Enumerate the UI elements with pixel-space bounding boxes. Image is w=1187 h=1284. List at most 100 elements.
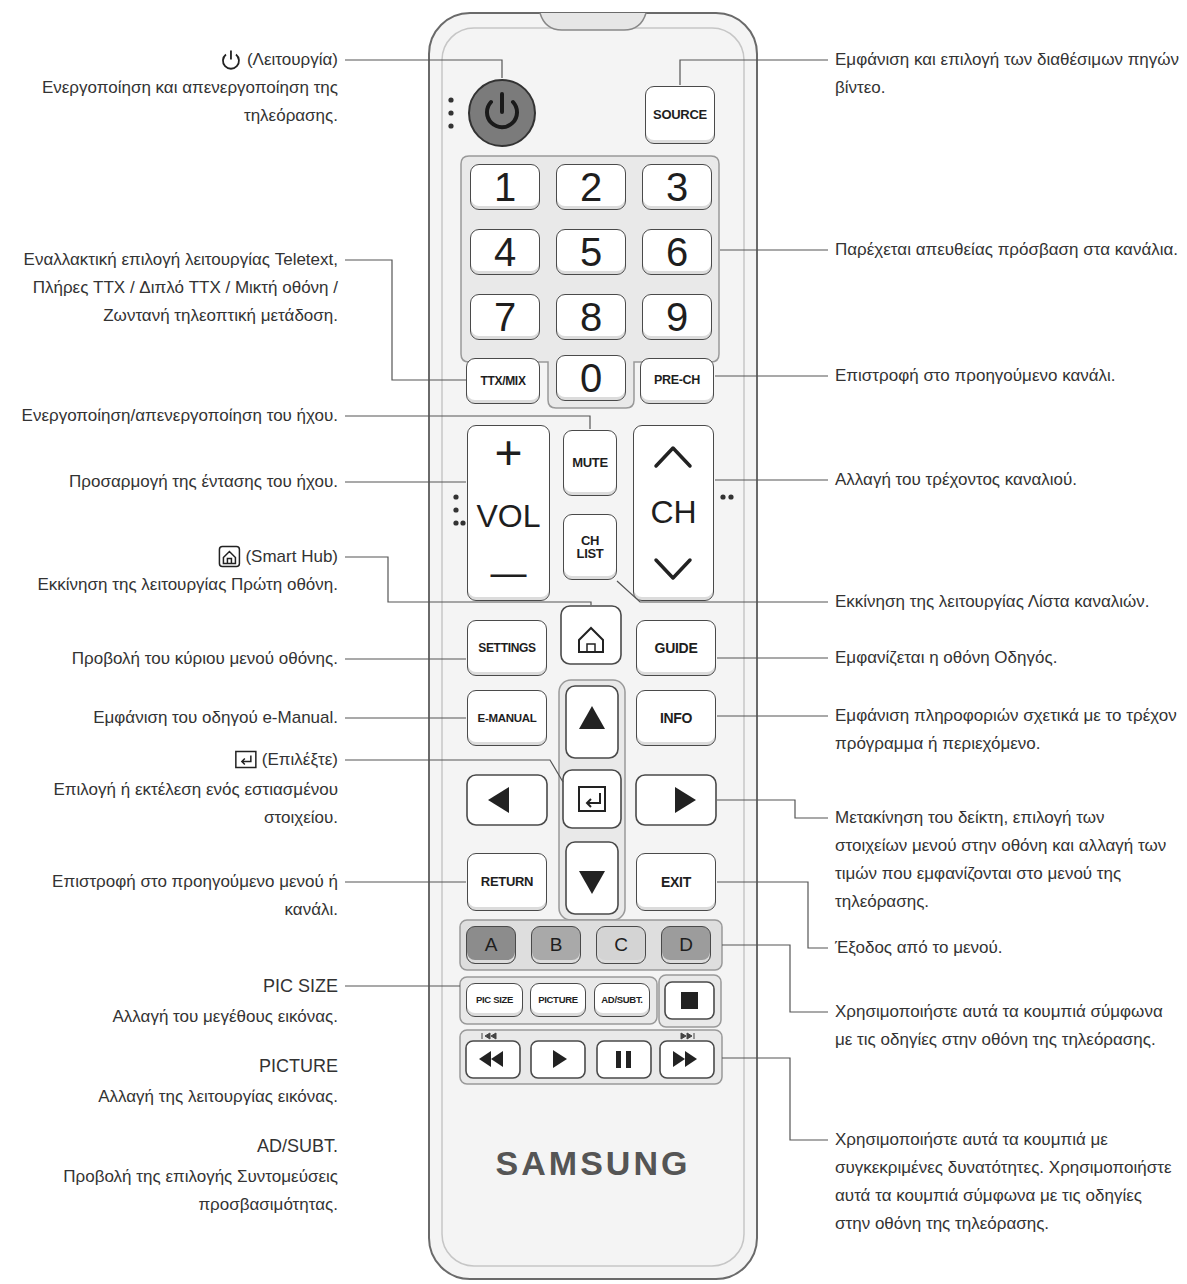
skip-forward-mark (681, 1033, 694, 1039)
callout-text: Εκκίνηση της λειτουργίας Πρώτη οθόνη. (6, 571, 338, 599)
play-icon (553, 1050, 567, 1068)
home-button (561, 606, 621, 664)
dot (448, 97, 453, 102)
remote-button: B (531, 926, 581, 964)
remote-button: PIC SIZE (466, 983, 523, 1017)
home-symbol (219, 547, 239, 567)
remote-button: 3 (642, 164, 712, 210)
callout-text: Χρησιμοποιήστε αυτά τα κουμπιά σύμφωνα μ… (835, 998, 1181, 1054)
callout-text: Επιστροφή στο προηγούμενο μενού ή κανάλι… (6, 868, 338, 924)
button-label: VOL (476, 500, 540, 534)
remote-button: 1 (470, 164, 540, 210)
top-notch (540, 13, 646, 30)
rewind-button (466, 1041, 520, 1078)
enter-symbol (236, 752, 256, 768)
leader-line (717, 657, 828, 658)
up-button (566, 686, 618, 758)
down-arrow (579, 871, 605, 894)
dot (728, 494, 733, 499)
remote-button: INFO (636, 690, 716, 746)
fast-forward-button (660, 1041, 714, 1078)
callout-text: Έξοδος από το μενού. (835, 934, 1181, 962)
button-label: PIC SIZE (476, 995, 513, 1005)
remote-button: SOURCE (645, 86, 715, 144)
remote-button: RETURN (467, 853, 547, 911)
power-symbol (500, 94, 504, 112)
right-arrow (675, 787, 696, 813)
callout-text: Χρησιμοποιήστε αυτά τα κουμπιά με συγκεκ… (835, 1126, 1181, 1238)
callout-text: Ενεργοποίηση/απενεργοποίηση του ήχου. (6, 402, 338, 430)
callout-text: Εμφανίζεται η οθόνη Οδηγός. (835, 644, 1181, 672)
rewind-icon (479, 1051, 491, 1067)
chevron (656, 448, 690, 466)
dpad-frame (559, 680, 625, 920)
media-keys-frame (460, 1030, 722, 1084)
remote-button: GUIDE (636, 620, 716, 676)
number-pad-frame (461, 156, 719, 408)
remote-button: 7 (470, 294, 540, 340)
leader-line (345, 481, 466, 482)
button-label: RETURN (481, 875, 533, 889)
button-label: PICTURE (538, 995, 578, 1005)
button-label: INFO (660, 711, 692, 726)
remote-button: 6 (642, 229, 712, 275)
callout-text: Επιλογή ή εκτέλεση ενός εστιασμένου στοι… (6, 776, 338, 832)
button-label: 6 (666, 231, 688, 273)
home-icon (579, 628, 603, 652)
left-arrow (488, 787, 509, 813)
button-label: C (614, 935, 628, 955)
button-label: GUIDE (655, 641, 698, 656)
remote-button: 8 (556, 294, 626, 340)
remote-button: EXIT (636, 853, 716, 911)
remote-button: D (661, 926, 711, 964)
button-label: 5 (580, 231, 602, 273)
button-label: MUTE (572, 456, 608, 470)
callout-text: Εμφάνιση και επιλογή των διαθέσιμων πηγώ… (835, 46, 1181, 102)
callout-text: PIC SIZE (6, 972, 338, 1000)
callout-text: AD/SUBT. (6, 1132, 338, 1160)
select-icon (579, 787, 605, 811)
leader-line (617, 581, 828, 602)
button-label: 4 (494, 231, 516, 273)
callout-text: (Επιλέξτε) (6, 746, 338, 774)
leader-line (715, 375, 828, 376)
enter-icon (236, 752, 256, 768)
button-label: — (491, 554, 527, 592)
remote-button: CH LIST (563, 514, 617, 580)
button-label: SOURCE (653, 108, 707, 122)
leader-line (345, 658, 466, 659)
leader-line (722, 945, 828, 1012)
remote-button: AD/SUBT. (594, 983, 650, 1017)
remote-button: 4 (470, 229, 540, 275)
button-label: PRE-CH (654, 374, 700, 387)
button-label: 1 (494, 166, 516, 208)
remote-button: C (596, 926, 646, 964)
leader-line (345, 260, 466, 380)
callout-text: Αλλαγή του μεγέθους εικόνας. (6, 1003, 338, 1031)
callout-text: Αλλαγή της λειτουργίας εικόνας. (6, 1083, 338, 1111)
button-label: SETTINGS (478, 642, 536, 655)
callout-text: Μετακίνηση του δείκτη, επιλογή των στοιχ… (835, 804, 1181, 916)
home-symbol (223, 552, 235, 564)
stop-icon (681, 992, 698, 1009)
pause-icon (616, 1051, 621, 1068)
dot (720, 494, 725, 499)
remote-button: PICTURE (530, 983, 586, 1017)
button-label: EXIT (661, 875, 691, 890)
remote-button: CH (633, 425, 714, 601)
leader-line (717, 800, 828, 818)
remote-button: TTX/MIX (466, 358, 540, 404)
button-label: 2 (580, 166, 602, 208)
button-label: A (485, 935, 498, 955)
select-icon (587, 793, 600, 807)
leader-line (720, 249, 828, 250)
button-label: E-MANUAL (478, 712, 537, 724)
up-arrow (579, 706, 605, 729)
remote-button: A (466, 926, 516, 964)
dot (453, 520, 458, 525)
callout-text: Προβολή της επιλογής Συντομεύσεις προσβα… (6, 1163, 338, 1219)
inner-edge (442, 28, 744, 1266)
button-label: AD/SUBT. (601, 995, 642, 1005)
dot (453, 494, 458, 499)
